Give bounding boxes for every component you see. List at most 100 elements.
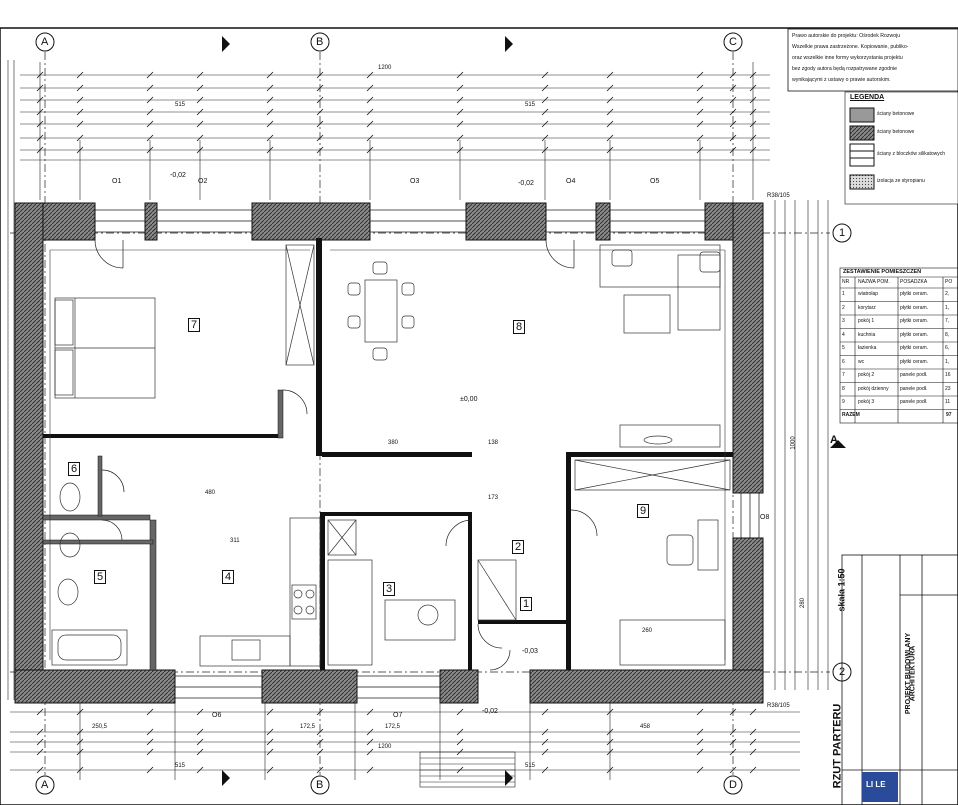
schedule-cell: 1 xyxy=(842,291,845,297)
title-block-logo: LI LE xyxy=(866,780,886,789)
window-tag-o1: O1 xyxy=(112,178,122,185)
dimension-tick xyxy=(316,766,324,774)
dimension-tick xyxy=(696,738,704,746)
dimension-tick xyxy=(749,84,757,92)
dimension-tick xyxy=(729,120,737,128)
schedule-cell: płytki ceram. xyxy=(900,318,929,324)
logo-mark xyxy=(862,772,898,802)
grid-bubbles xyxy=(35,32,852,795)
dim-interior-1: 380 xyxy=(388,440,399,446)
dimension-tick xyxy=(749,146,757,154)
schedule-cell: 8 xyxy=(842,385,845,392)
dimension-tick xyxy=(541,738,549,746)
room-label-2: 2 xyxy=(512,540,525,554)
dimension-tick xyxy=(316,96,324,104)
schedule-cell: 2, xyxy=(945,291,950,297)
section-markers xyxy=(222,36,846,786)
level-outside-top-left: -0,02 xyxy=(170,172,186,179)
dimension-tick xyxy=(266,708,274,716)
dimension-tick xyxy=(456,748,464,756)
dimension-tick xyxy=(36,748,44,756)
window-tag-o6: O6 xyxy=(212,712,222,719)
dim-seg-bottom-5: 250,5 xyxy=(92,724,108,730)
dimension-tick xyxy=(606,71,614,79)
dimension-chains-sides xyxy=(7,60,829,700)
dimension-tick xyxy=(196,738,204,746)
schedule-cell: łazienka xyxy=(858,345,877,351)
dimension-tick xyxy=(456,96,464,104)
dimension-chains-bottom xyxy=(10,700,800,780)
dimension-tick xyxy=(76,766,84,774)
dimension-tick xyxy=(456,84,464,92)
window-tag-o4: O4 xyxy=(566,178,576,185)
dimension-tick xyxy=(696,728,704,736)
grid-label-1: 1 xyxy=(839,227,846,239)
legend-item-2: ściany betonowe xyxy=(877,129,915,135)
dimension-tick xyxy=(146,108,154,116)
dimension-tick xyxy=(456,146,464,154)
notes-box xyxy=(787,28,958,92)
schedule-cell: płytki ceram. xyxy=(900,345,929,351)
dimension-tick xyxy=(196,728,204,736)
grid-label-a-top: A xyxy=(41,36,49,48)
legend-item-1: ściany betonowe xyxy=(877,111,915,117)
dimension-tick xyxy=(316,748,324,756)
copyright-notes: Prawo autorskie do projektu: Ośrodek Roz… xyxy=(792,31,909,86)
dimension-tick xyxy=(316,134,324,142)
dimension-tick xyxy=(606,146,614,154)
dimension-tick xyxy=(606,728,614,736)
note-line-4: bez zgody autora będą rozpatrywane zgodn… xyxy=(792,66,897,72)
window-tag-o5: O5 xyxy=(650,178,660,185)
dimension-tick xyxy=(366,738,374,746)
room-label-6: 6 xyxy=(68,462,81,476)
legend-box xyxy=(844,91,958,205)
schedule-header-area: PO xyxy=(945,279,953,285)
window-tag-o3: O3 xyxy=(410,178,420,185)
dimension-tick xyxy=(541,71,549,79)
dimension-tick xyxy=(196,748,204,756)
door-swings xyxy=(94,239,598,671)
dim-interior-2: 138 xyxy=(488,440,499,446)
dimension-tick xyxy=(606,708,614,716)
dim-side-1: 1000 xyxy=(790,436,797,450)
schedule-cell: panele podł. xyxy=(900,372,928,378)
room-label-9: 9 xyxy=(637,504,650,518)
dimension-tick xyxy=(366,766,374,774)
dimension-tick xyxy=(541,120,549,128)
dimension-tick xyxy=(456,708,464,716)
dimension-tick xyxy=(266,766,274,774)
dimension-tick xyxy=(76,120,84,128)
dimension-tick xyxy=(749,748,757,756)
dimension-tick xyxy=(316,71,324,79)
dimension-tick xyxy=(196,120,204,128)
section-label-right: A xyxy=(830,434,838,446)
dimension-tick xyxy=(266,728,274,736)
note-line-2: Wszelkie prawa zastrzeżone. Kopiowanie, … xyxy=(792,44,909,50)
dimension-tick xyxy=(316,84,324,92)
dim-corner-bottom: R38/105 xyxy=(767,703,790,709)
furniture xyxy=(51,244,731,667)
dimension-tick xyxy=(606,108,614,116)
room-label-5: 5 xyxy=(94,570,107,584)
schedule-cell: 7, xyxy=(945,318,950,324)
dimension-tick xyxy=(729,728,737,736)
dimension-tick xyxy=(606,134,614,142)
dimension-tick xyxy=(696,96,704,104)
schedule-cell: panele podł. xyxy=(900,385,928,392)
dimension-tick xyxy=(76,738,84,746)
dimension-tick xyxy=(366,134,374,142)
schedule-cell: 16 xyxy=(945,372,951,378)
window-openings xyxy=(94,209,760,699)
window-tag-o2: O2 xyxy=(198,178,208,185)
dim-interior-5: 173 xyxy=(488,495,499,501)
schedule-cell: pokój 2 xyxy=(858,372,875,378)
dim-interior-4: 260 xyxy=(642,628,653,634)
dimension-tick xyxy=(541,84,549,92)
dimension-tick xyxy=(456,738,464,746)
dimension-tick xyxy=(316,108,324,116)
dimension-tick xyxy=(36,84,44,92)
dimension-tick xyxy=(266,146,274,154)
dimension-tick xyxy=(456,728,464,736)
